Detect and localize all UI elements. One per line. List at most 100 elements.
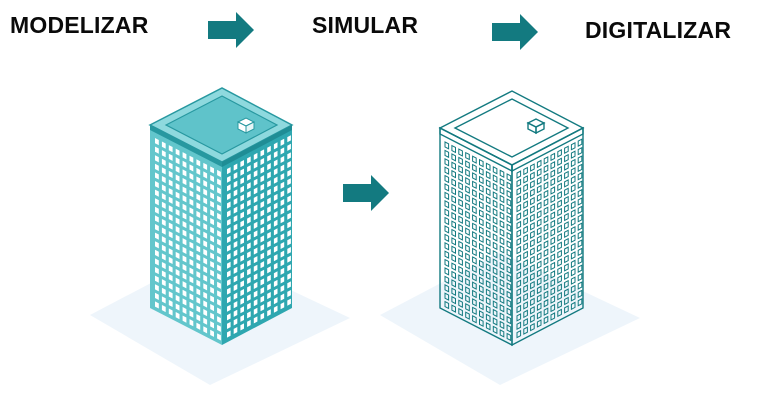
window <box>287 152 291 160</box>
window <box>227 167 231 175</box>
window <box>196 159 201 167</box>
window <box>260 218 265 226</box>
window <box>485 204 491 213</box>
window <box>570 284 576 294</box>
window <box>523 242 528 251</box>
window <box>530 222 535 231</box>
solid-roof-box <box>236 117 256 134</box>
window <box>564 263 569 272</box>
window <box>196 271 201 279</box>
window <box>247 268 251 276</box>
window <box>280 224 285 232</box>
window <box>168 205 173 213</box>
window <box>523 217 528 226</box>
window <box>287 246 291 255</box>
window <box>247 173 251 181</box>
step-label-modelizar: MODELIZAR <box>10 12 149 38</box>
window <box>273 150 278 158</box>
window <box>203 283 208 291</box>
window <box>189 319 194 327</box>
window <box>287 135 291 143</box>
window <box>479 200 484 210</box>
window <box>557 241 562 250</box>
window <box>175 165 180 173</box>
window <box>227 296 231 304</box>
window <box>536 235 542 244</box>
wire-roof-box <box>526 118 546 135</box>
window <box>506 282 512 291</box>
window <box>182 203 187 211</box>
window <box>492 283 498 293</box>
window <box>543 273 549 283</box>
window <box>451 262 456 271</box>
window <box>203 326 208 334</box>
window <box>465 311 470 320</box>
window <box>523 191 528 201</box>
window <box>196 228 201 236</box>
window <box>465 202 470 211</box>
window <box>472 230 477 240</box>
window <box>451 245 456 255</box>
window <box>570 267 576 277</box>
window <box>570 225 576 235</box>
window <box>557 275 562 284</box>
window <box>485 246 491 255</box>
window <box>485 162 491 171</box>
window <box>479 158 484 168</box>
window <box>492 258 498 267</box>
window <box>267 171 271 179</box>
window <box>161 141 166 149</box>
window <box>506 181 512 190</box>
window <box>577 256 583 265</box>
window <box>530 306 535 315</box>
window <box>465 210 470 220</box>
window <box>161 270 166 278</box>
window <box>210 321 214 329</box>
window <box>247 225 251 233</box>
window <box>233 249 238 257</box>
window <box>168 282 173 290</box>
window <box>516 279 522 289</box>
window <box>182 220 187 229</box>
window <box>260 192 265 200</box>
window <box>458 274 463 283</box>
window <box>227 313 231 321</box>
window <box>253 187 258 195</box>
window <box>253 316 258 324</box>
window <box>536 243 542 253</box>
window <box>506 206 512 216</box>
window <box>444 283 450 293</box>
window <box>536 218 542 227</box>
window <box>536 168 542 177</box>
window <box>499 278 505 288</box>
window <box>203 240 208 248</box>
window <box>273 297 278 305</box>
window <box>253 273 258 281</box>
window <box>287 289 291 298</box>
window <box>550 261 556 271</box>
window <box>451 169 456 179</box>
window <box>182 212 187 220</box>
window <box>543 214 549 224</box>
window <box>267 240 271 248</box>
window <box>196 236 201 244</box>
window <box>203 205 208 213</box>
window <box>485 170 491 180</box>
window <box>543 256 549 266</box>
window <box>485 322 491 331</box>
window <box>280 293 285 301</box>
window <box>203 300 208 308</box>
window <box>536 319 542 328</box>
window <box>217 212 221 221</box>
window <box>472 188 477 198</box>
window <box>168 265 173 273</box>
window <box>523 233 528 243</box>
window <box>570 200 576 210</box>
window <box>280 284 285 293</box>
window <box>451 279 456 288</box>
window <box>577 155 583 164</box>
window <box>280 241 285 250</box>
window <box>530 280 535 290</box>
window <box>564 145 569 155</box>
window <box>564 279 569 289</box>
